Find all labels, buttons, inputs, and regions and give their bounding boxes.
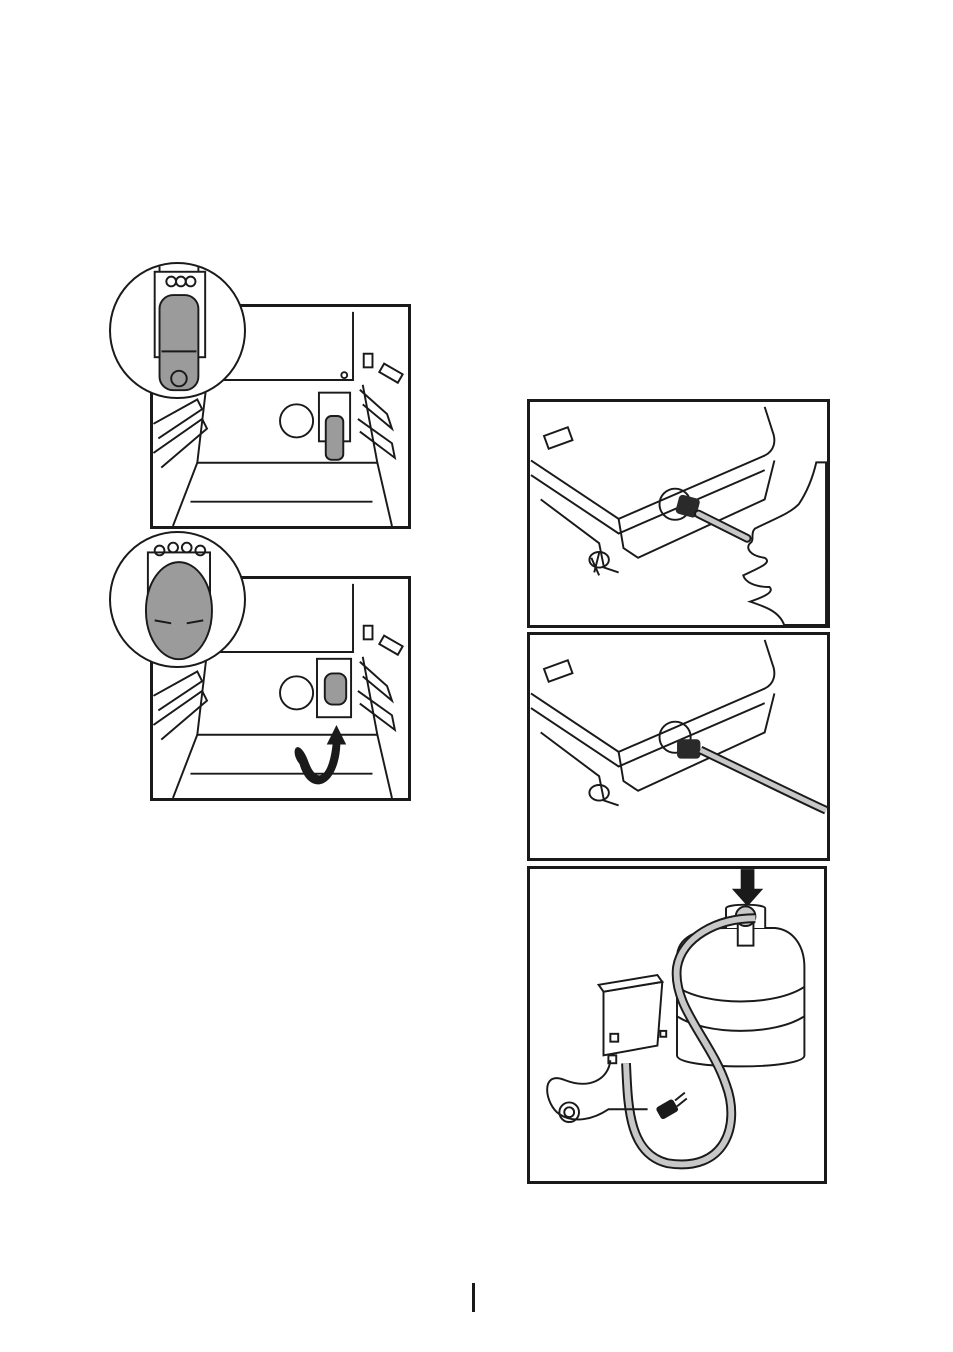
water-tank-icon <box>530 402 827 625</box>
magnifier-circle-icon <box>109 531 246 668</box>
figure-pump-bottle-setup <box>527 866 827 1184</box>
figure-tank-hose-insert <box>527 399 830 628</box>
figure-tank-hose-connected <box>527 632 830 861</box>
pump-unit-icon <box>599 975 667 1063</box>
magnifier-circle-icon <box>109 262 246 399</box>
water-tank-icon <box>530 635 827 858</box>
water-filter-icon <box>326 416 344 460</box>
power-plug-icon <box>655 1093 687 1121</box>
water-filter-icon <box>325 673 346 704</box>
hand-icon <box>743 462 826 625</box>
page-marker <box>472 1283 475 1312</box>
water-bottle-icon <box>677 905 804 1067</box>
down-arrow-icon <box>732 869 763 906</box>
